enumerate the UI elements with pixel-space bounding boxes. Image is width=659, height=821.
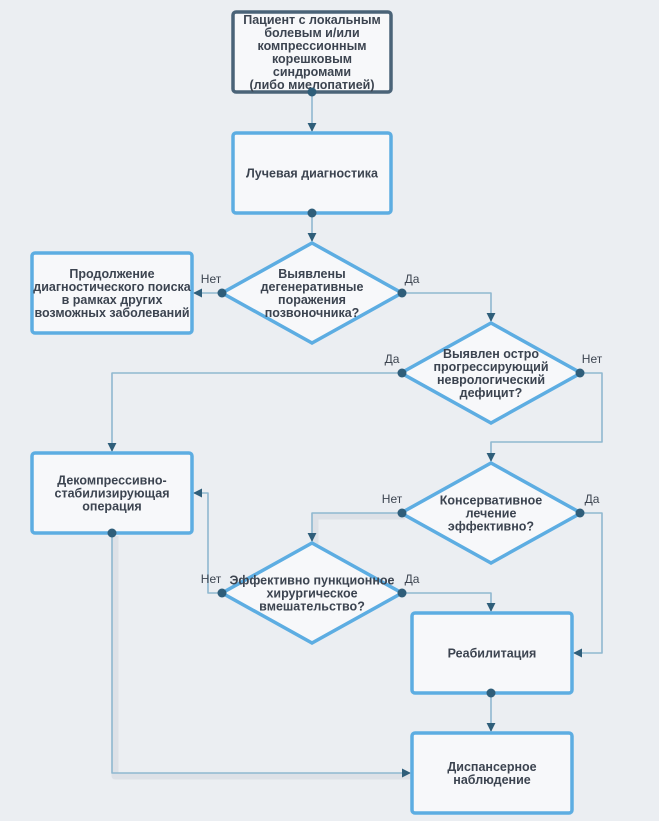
edge-conservative-no-port — [397, 508, 407, 518]
edge-conservative-no — [307, 512, 402, 542]
label-deficit-yes: Да — [385, 352, 400, 366]
label-conservative-no: Нет — [382, 492, 403, 506]
q-degenerative-line: Выявлены — [278, 267, 345, 281]
edge-deficit-no — [486, 372, 603, 462]
edge-deficit-no-port — [575, 368, 585, 378]
edge-puncture-no — [193, 488, 222, 594]
q-conservative-line: лечение — [466, 507, 517, 521]
label-puncture-no: Нет — [201, 572, 222, 586]
q-deficit-decision[interactable] — [397, 320, 585, 426]
decompression-line: стабилизирующая — [55, 487, 170, 501]
edge-start-radiology-port — [307, 87, 317, 97]
q-deficit-line: Выявлен остро — [443, 347, 539, 361]
decompression-line: Декомпрессивно- — [57, 474, 166, 488]
edge-conservative-yes — [573, 512, 603, 658]
q-degenerative-decision[interactable] — [218, 240, 406, 346]
edge-puncture-yes — [402, 592, 496, 612]
q-puncture-line: хирургическое — [266, 587, 357, 601]
start-line: корешковым — [272, 52, 352, 66]
decompression-line: операция — [82, 500, 141, 514]
q-degenerative-line: поражения — [278, 293, 346, 307]
q-conservative-decision[interactable] — [397, 460, 585, 566]
label-conservative-yes: Да — [585, 492, 600, 506]
dispensary-box[interactable] — [410, 731, 574, 815]
q-deficit-line: прогрессирующий — [433, 360, 548, 374]
edge-puncture-no-port — [217, 588, 227, 598]
dispensary-line: Диспансерное — [447, 760, 536, 774]
q-puncture-decision[interactable] — [218, 540, 406, 646]
edge-puncture-yes-port — [397, 588, 407, 598]
edge-degenerative-yes-port — [397, 288, 407, 298]
radiology-line: Лучевая диагностика — [246, 167, 379, 181]
q-puncture-line: вмешательство? — [259, 600, 365, 614]
edge-decompression-dispensary — [111, 533, 411, 778]
edge-conservative-yes-port — [575, 508, 585, 518]
edge-degenerative-no-port — [217, 288, 227, 298]
continue-search-box[interactable] — [30, 251, 194, 335]
label-degenerative-no: Нет — [201, 272, 222, 286]
label-degenerative-yes: Да — [405, 272, 420, 286]
rehab-text: Реабилитация — [448, 647, 537, 661]
edge-decompression-dispensary-port — [107, 528, 117, 538]
edge-radiology-degenerative-port — [307, 208, 317, 218]
edge-degenerative-yes — [402, 292, 496, 322]
continue-search-line: диагностического поиска — [33, 280, 192, 294]
q-conservative-line: эффективно? — [448, 520, 534, 534]
q-degenerative-line: позвоночника? — [265, 306, 360, 320]
start-line: болевым и/или — [264, 26, 359, 40]
edge-conservative-no-shadow — [311, 512, 405, 544]
start-line: Пациент с локальным — [243, 13, 381, 27]
q-conservative-line: Консервативное — [440, 494, 543, 508]
edge-deficit-yes — [107, 372, 402, 452]
continue-search-line: возможных заболеваний — [34, 306, 189, 320]
start-line: компрессионным — [257, 39, 366, 53]
label-puncture-yes: Да — [405, 572, 420, 586]
edge-rehab-dispensary-port — [486, 688, 496, 698]
continue-search-line: Продолжение — [69, 267, 154, 281]
q-puncture-line: Эффективно пункционное — [230, 574, 395, 588]
radiology-text: Лучевая диагностика — [246, 167, 379, 181]
q-degenerative-line: дегенеративные — [261, 280, 364, 294]
continue-search-line: в рамках других — [62, 293, 163, 307]
start-line: синдромами — [273, 65, 351, 79]
edge-deficit-yes-port — [397, 368, 407, 378]
dispensary-line: наблюдение — [453, 773, 530, 787]
rehab-line: Реабилитация — [448, 647, 537, 661]
edge-decompression-dispensary-shadow — [111, 536, 413, 780]
label-deficit-no: Нет — [582, 352, 603, 366]
start-line: (либо миелопатией) — [249, 78, 374, 92]
q-deficit-line: дефицит? — [460, 386, 523, 400]
q-deficit-line: неврологический — [437, 373, 545, 387]
